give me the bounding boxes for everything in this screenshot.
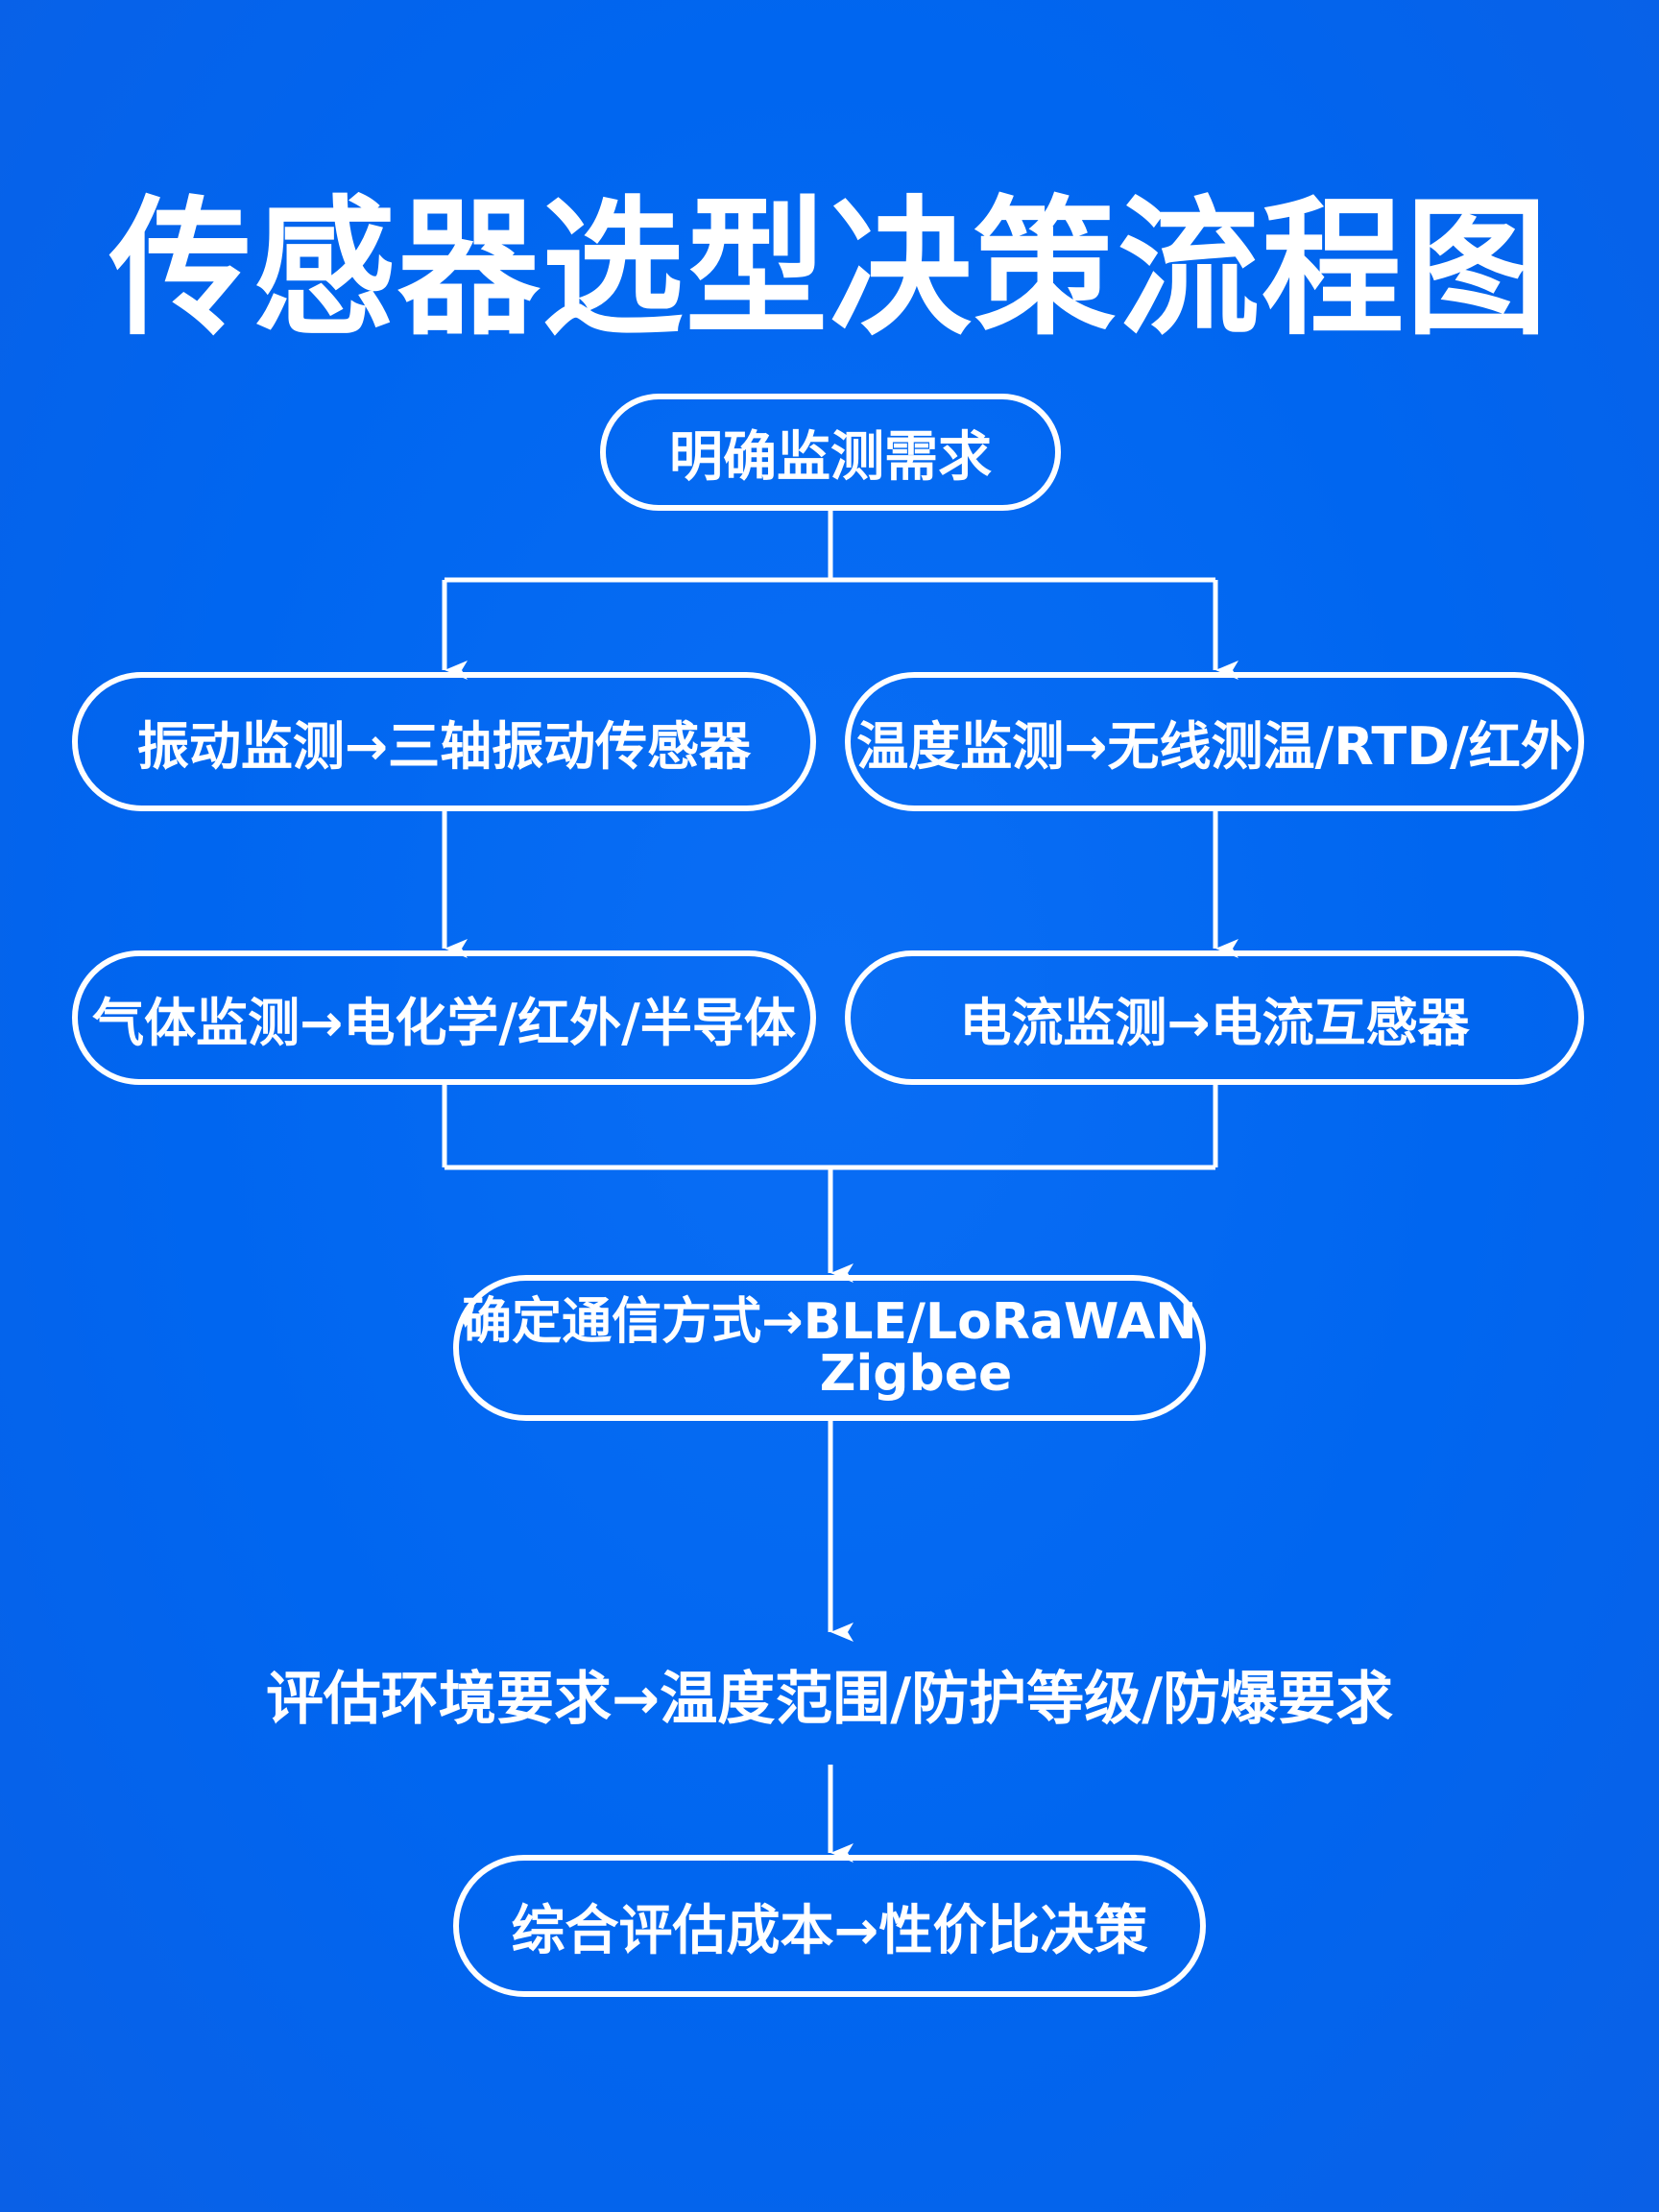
node-define-requirements: 明确监测需求 [600,394,1061,511]
node-cost-decision: 综合评估成本→性价比决策 [453,1855,1206,1997]
node-label: 综合评估成本→性价比决策 [511,1899,1148,1962]
node-vibration-monitoring: 振动监测→三轴振动传感器 [72,672,816,811]
node-current-monitoring: 电流监测→电流互感器 [845,950,1584,1085]
node-label: 振动监测→三轴振动传感器 [136,716,752,777]
node-gas-monitoring: 气体监测→电化学/红外/半导体 [72,950,816,1085]
node-label-line1: 确定通信方式→BLE/LoRaWAN [462,1293,1197,1351]
node-communication-method: 确定通信方式→BLE/LoRaWAN Zigbee [453,1275,1206,1421]
node-label: 温度监测→无线测温/RTD/红外 [856,716,1573,777]
step-environment-requirements: 评估环境要求→温度范围/防护等级/防爆要求 [265,1666,1394,1733]
page-title: 传感器选型决策流程图 [109,181,1550,356]
node-label: 明确监测需求 [669,425,992,489]
node-temperature-monitoring: 温度监测→无线测温/RTD/红外 [845,672,1584,811]
node-label: 电流监测→电流互感器 [959,992,1470,1053]
node-label: 气体监测→电化学/红外/半导体 [92,992,796,1053]
node-label-line2: Zigbee [819,1345,1013,1403]
